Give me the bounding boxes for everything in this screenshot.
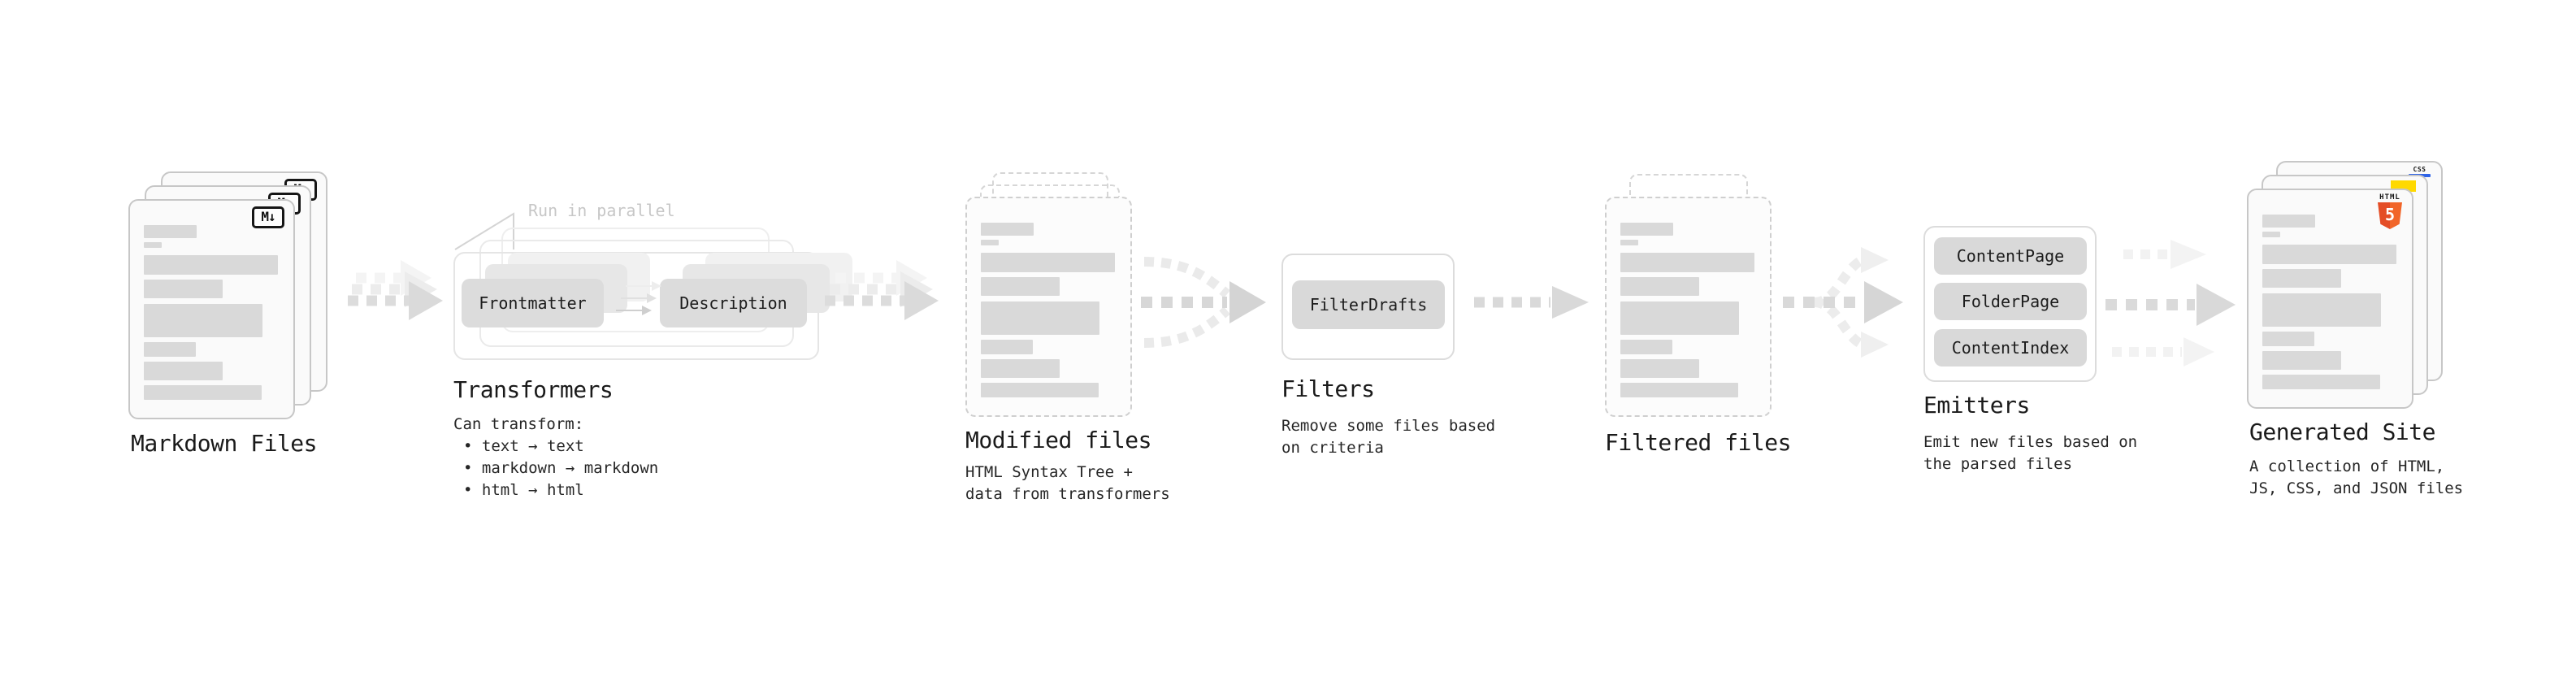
subtitle-line: on criteria [1281,439,1384,457]
subtitle-line: Emit new files based on [1923,433,2138,451]
placeholder-line [2262,269,2341,288]
placeholder-line [144,242,162,248]
bullet-item: • text → text [463,437,584,455]
document-placeholder-lines [2262,215,2396,389]
placeholder-line [2262,293,2381,327]
modified-files-stage: Modified files HTML Syntax Tree + data f… [965,172,1209,514]
arrow-filtered-to-emitters [1783,247,1903,358]
filterdrafts-box: FilterDrafts [1292,280,1445,329]
placeholder-line [981,359,1060,378]
placeholder-line [144,280,223,298]
placeholder-line [1620,253,1754,272]
css-icon-label: CSS [2413,166,2426,173]
transformers-label: Transformers [453,376,614,403]
markdown-files-label: Markdown Files [131,430,318,457]
arrow-filters-to-filtered [1474,286,1589,319]
frontmatter-box: Frontmatter [462,279,604,327]
filters-stage: FilterDrafts Filters Remove some files b… [1281,254,1525,481]
filters-subtitle: Remove some files based on criteria [1281,415,1495,459]
filtered-files-stage: Filtered files [1605,174,1849,483]
arrow-transformers-to-modified [825,260,939,320]
placeholder-line [981,340,1033,354]
markdown-file-card-front: M↓ [128,199,295,419]
filtered-file-card [1605,197,1772,417]
placeholder-line [981,277,1060,296]
document-placeholder-lines [1620,223,1754,397]
placeholder-line [1620,240,1638,245]
markdown-icon: M↓ [252,206,284,228]
emitters-subtitle: Emit new files based on the parsed files [1923,432,2137,475]
placeholder-line [2262,375,2380,389]
generated-site-label: Generated Site [2249,419,2436,445]
can-transform-heading: Can transform: [453,415,584,433]
placeholder-line [1620,359,1699,378]
generated-site-stage: CSS HTML 5 Generated Site A collection o… [2247,161,2507,510]
generated-site-subtitle: A collection of HTML, JS, CSS, and JSON … [2249,456,2463,500]
placeholder-line [144,304,262,337]
filters-label: Filters [1281,375,1375,402]
emitters-label: Emitters [1923,392,2030,419]
placeholder-line [981,301,1099,335]
arrow-modified-to-filters [1141,257,1266,348]
subtitle-line: JS, CSS, and JSON files [2249,479,2464,497]
parallel-mini-arrows [616,281,661,315]
modified-file-card [965,197,1132,417]
placeholder-line [1620,340,1672,354]
annotation-callout-line [454,212,514,250]
contentindex-box: ContentIndex [1934,329,2087,367]
placeholder-line [2262,215,2315,228]
document-placeholder-lines [981,223,1115,397]
bullet-item: • html → html [463,481,584,499]
description-box: Description [660,279,807,327]
subtitle-line: Remove some files based [1281,417,1496,435]
placeholder-line [1620,383,1738,397]
filtered-files-label: Filtered files [1605,429,1792,456]
subtitle-line: the parsed files [1923,455,2073,473]
subtitle-line: A collection of HTML, [2249,458,2445,475]
placeholder-line [981,223,1034,236]
folderpage-box: FolderPage [1934,283,2087,320]
placeholder-line [2262,351,2341,370]
run-in-parallel-annotation: Run in parallel [528,201,675,220]
arrows-emitters-to-generated [2105,240,2236,367]
placeholder-line [2262,232,2280,237]
document-placeholder-lines [144,225,278,400]
placeholder-line [144,342,196,357]
html5-icon: HTML 5 [2375,193,2405,229]
transformers-stage: Run in parallel Frontmatter Description … [453,199,852,524]
placeholder-line [1620,223,1673,236]
transformers-description: Can transform: • text → text • markdown … [453,414,658,501]
placeholder-line [2262,332,2314,346]
placeholder-line [144,385,262,400]
placeholder-line [981,383,1099,397]
modified-files-subtitle: HTML Syntax Tree + data from transformer… [965,462,1170,505]
placeholder-line [2262,245,2396,264]
subtitle-line: data from transformers [965,485,1170,503]
placeholder-line [144,225,197,238]
placeholder-line [981,253,1115,272]
markdown-files-stage: M↓ M↓ M↓ Markdown Files [128,171,372,497]
modified-files-label: Modified files [965,427,1152,453]
html5-icon-label: HTML [2379,193,2400,202]
html5-shield: 5 [2378,202,2402,229]
placeholder-line [144,255,278,275]
emitters-stage: ContentPage FolderPage ContentIndex Emit… [1923,226,2167,494]
html-file-card: HTML 5 [2247,189,2413,409]
contentpage-box: ContentPage [1934,237,2087,275]
subtitle-line: HTML Syntax Tree + [965,463,1133,481]
bullet-item: • markdown → markdown [463,459,659,477]
placeholder-line [1620,277,1699,296]
placeholder-line [981,240,999,245]
placeholder-line [144,362,223,380]
arrow-markdown-to-transformers [348,260,443,320]
placeholder-line [1620,301,1739,335]
